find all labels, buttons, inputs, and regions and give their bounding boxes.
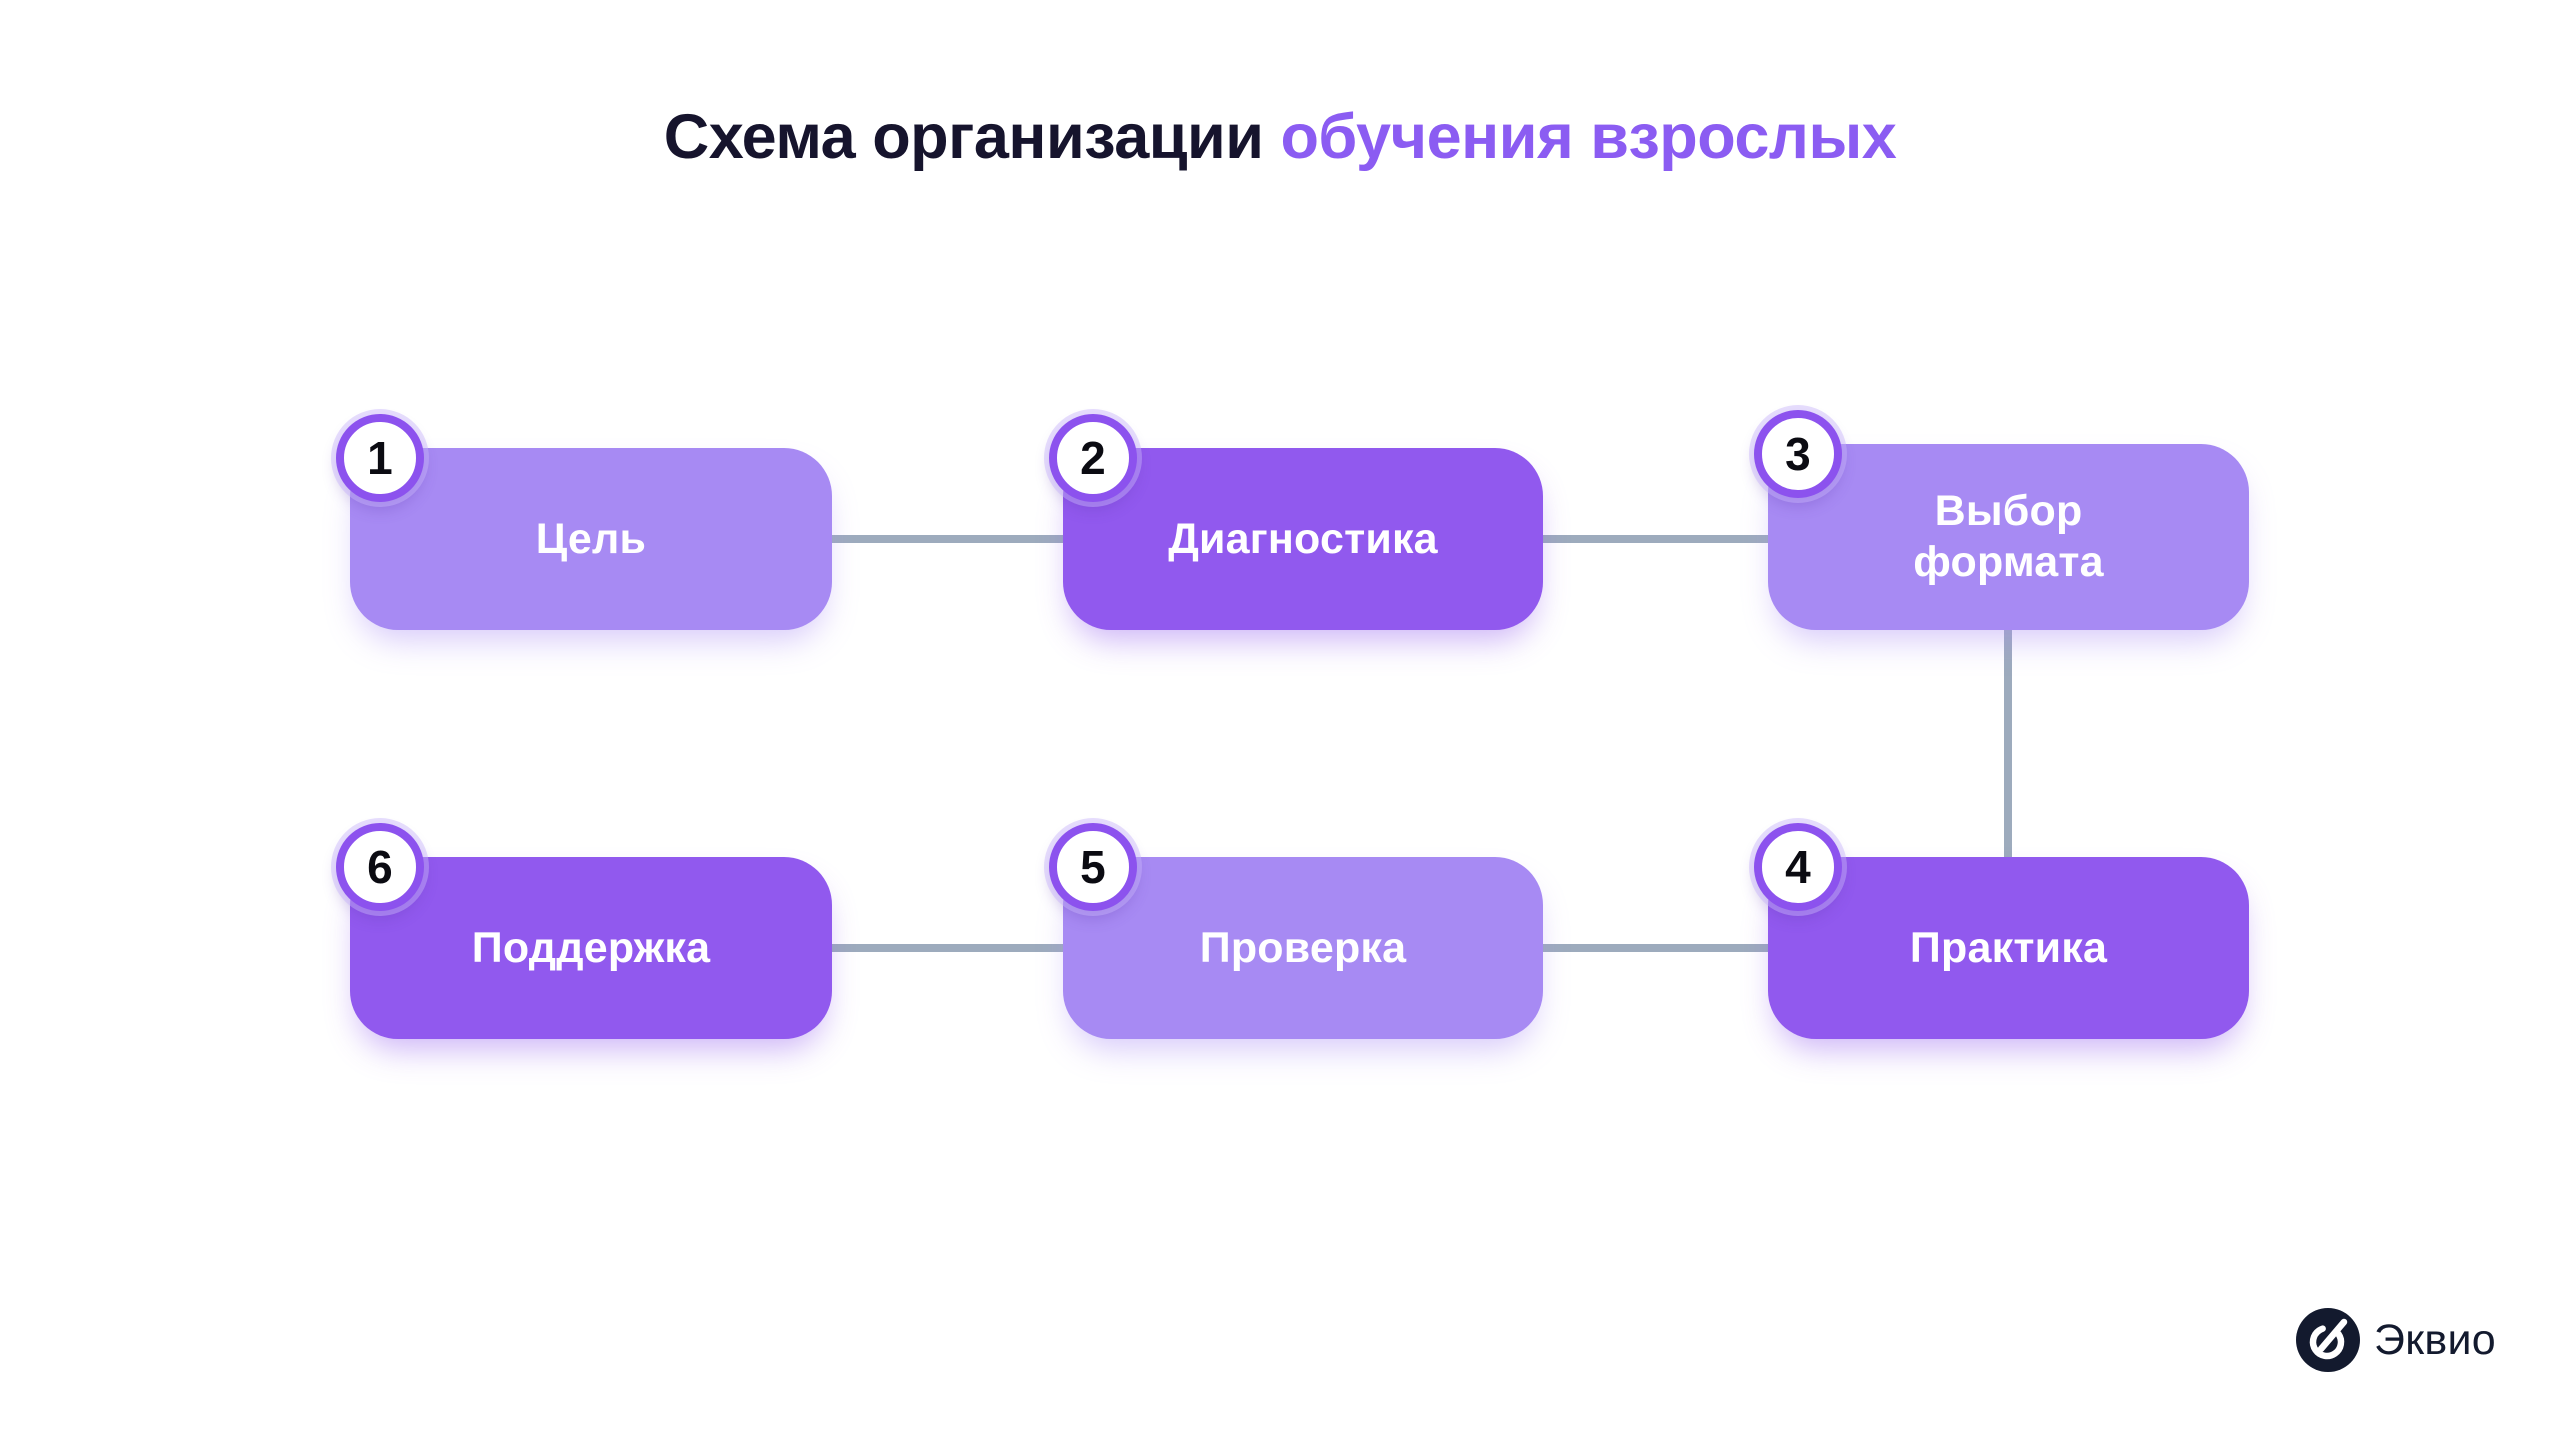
connector-step6-step5 [830, 944, 1065, 952]
title-dark-text: Схема организации [663, 102, 1264, 172]
step-box-diagnostics: 2 Диагностика [1049, 414, 1543, 630]
step-box-verification: 5 Проверка [1049, 823, 1543, 1039]
step-box-practice: 4 Практика [1754, 823, 2249, 1039]
connector-step1-step2 [830, 535, 1065, 543]
step-number-badge: 3 [1754, 410, 1842, 498]
ekvio-logo-icon [2296, 1308, 2360, 1372]
page-title: Схема организации обучения взрослых [0, 100, 2560, 174]
connector-step3-step4 [2004, 628, 2012, 859]
step-number-badge: 1 [336, 414, 424, 502]
connector-step2-step3 [1541, 535, 1770, 543]
step-number-badge: 5 [1049, 823, 1137, 911]
title-accent-text: обучения взрослых [1280, 102, 1897, 172]
step-number-badge: 2 [1049, 414, 1137, 502]
step-box-format-choice: 3 Выбор формата [1754, 410, 2249, 630]
step-label: Диагностика [1168, 514, 1438, 563]
step-number-badge: 6 [336, 823, 424, 911]
step-label: Цель [535, 514, 647, 563]
step-label: Поддержка [471, 923, 711, 972]
step-label: Проверка [1199, 923, 1407, 972]
ekvio-logo-text: Эквио [2374, 1315, 2496, 1364]
step-number-badge: 4 [1754, 823, 1842, 911]
step-label: Выбор формата [1913, 487, 2104, 586]
connector-step5-step4 [1541, 944, 1770, 952]
step-label: Практика [1909, 923, 2108, 972]
step-box-support: 6 Поддержка [336, 823, 832, 1039]
step-box-goal: 1 Цель [336, 414, 832, 630]
ekvio-logo: Эквио [2296, 1308, 2496, 1372]
